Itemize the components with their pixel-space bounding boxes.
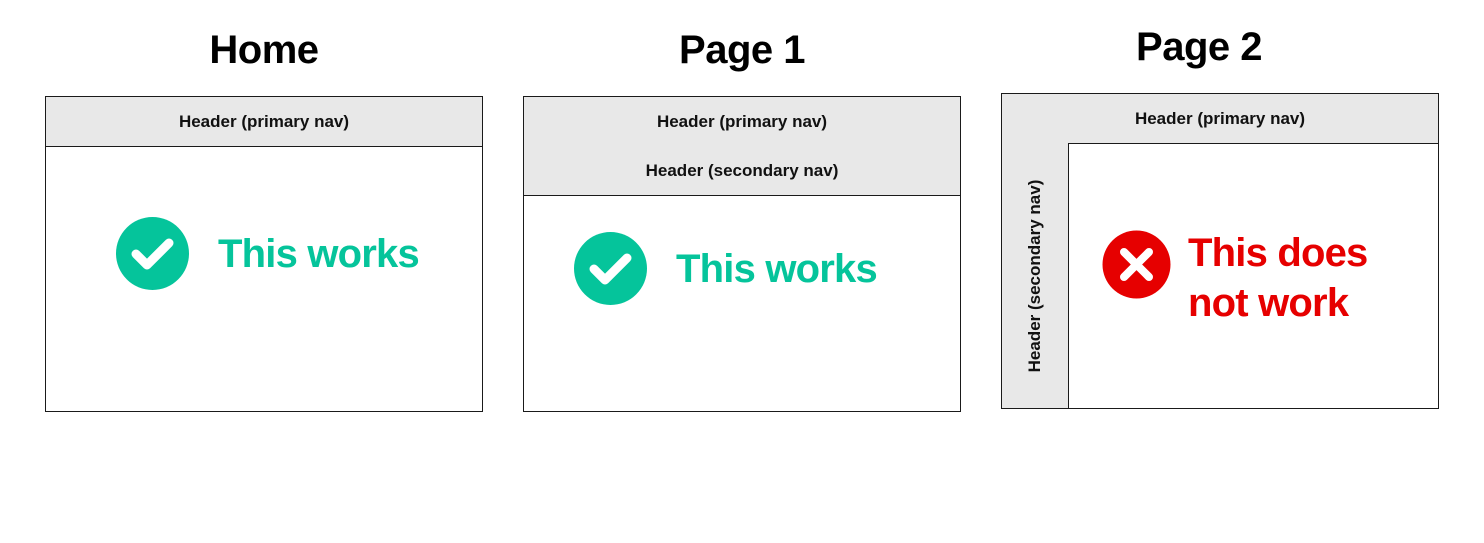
- layout-frame-page-1: Header (primary nav) Header (secondary n…: [523, 96, 961, 412]
- panel-title-home: Home: [209, 28, 319, 72]
- status-home: This works: [116, 217, 420, 290]
- primary-nav-header: Header (primary nav): [524, 97, 960, 147]
- status-page-1: This works: [574, 232, 878, 305]
- status-page-2: [1100, 228, 1173, 301]
- status-text-home: This works: [218, 231, 420, 276]
- check-circle-icon: [574, 232, 647, 305]
- layout-frame-page-2: Header (primary nav) Header (secondary n…: [1001, 93, 1439, 409]
- status-text-line-1: This does: [1188, 231, 1368, 275]
- primary-nav-header: Header (primary nav): [1002, 94, 1438, 144]
- panel-title-page-2: Page 2: [1136, 25, 1262, 69]
- primary-nav-header: Header (primary nav): [46, 97, 482, 147]
- secondary-nav-header: Header (secondary nav): [524, 146, 960, 196]
- secondary-nav-label: Header (secondary nav): [1025, 179, 1044, 372]
- status-text-page-2: This does not work: [1188, 228, 1368, 328]
- panel-title-page-1: Page 1: [679, 28, 805, 72]
- x-circle-icon: [1102, 230, 1171, 299]
- check-circle-icon: [116, 217, 189, 290]
- status-text-line-2: not work: [1188, 281, 1349, 325]
- secondary-nav-sidebar: Header (secondary nav): [1002, 143, 1069, 408]
- status-text-page-1: This works: [676, 246, 878, 291]
